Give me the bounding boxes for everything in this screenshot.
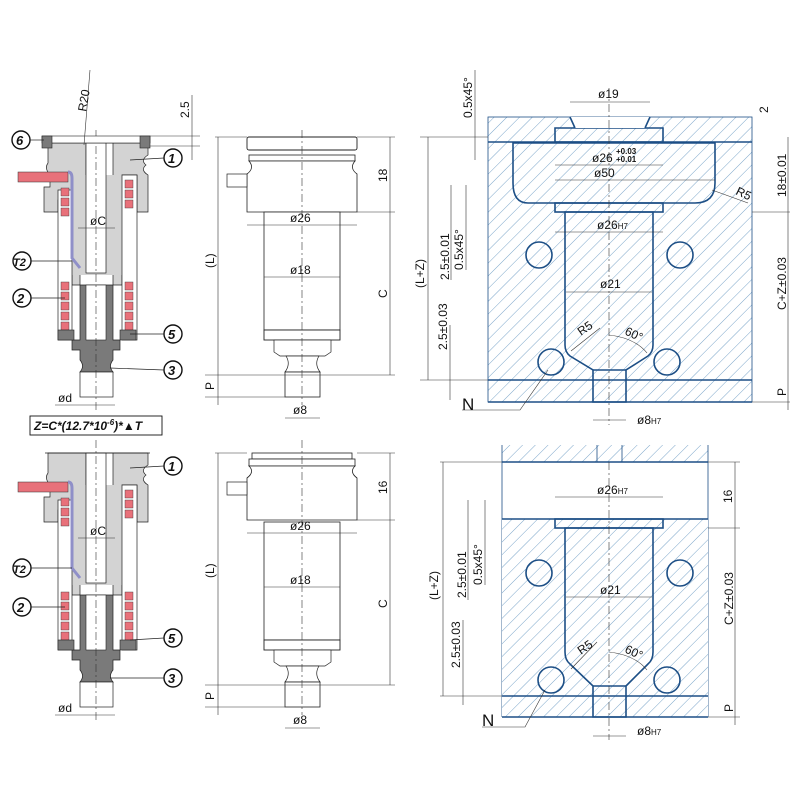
dim-chamfer-lower: 0.5x45°	[471, 544, 485, 585]
svg-text:ø8H7: ø8H7	[637, 413, 662, 427]
nozzle-side-lower: 16 ø26 ø18 (L) C P ø8	[203, 439, 395, 729]
callout-1: 1	[168, 151, 175, 166]
dim-dia19: ø19	[598, 87, 619, 101]
dim-dia21-lower: ø21	[600, 583, 621, 597]
dim-L-lower: (L)	[203, 563, 217, 578]
nozzle-side-upper: 18 ø26 ø18 (L) C P ø8	[203, 129, 395, 419]
dim-dia50: ø50	[594, 166, 615, 180]
callout-6: 6	[16, 133, 24, 148]
formula-suffix: )*▲T	[112, 419, 144, 433]
callout-2: 2	[16, 291, 25, 306]
dia-d-label: ød	[58, 391, 72, 405]
dim-2-5: 2.5	[178, 101, 192, 118]
dim-dia26-h7-lower: ø26	[597, 483, 618, 497]
dim-2-5-003-lower: 2.5±0.03	[449, 621, 463, 668]
dim-dia8: ø8	[293, 403, 307, 417]
callout-5-lower: 5	[168, 631, 176, 646]
dim-P-cavity-lower: P	[722, 704, 736, 712]
dia-c-label-lower: øC	[90, 524, 106, 538]
tol-minus: +0.01	[616, 155, 637, 164]
dim-dia26-top: ø26	[592, 151, 613, 165]
dim-dia8-cavity: ø8	[637, 413, 651, 427]
dim-dia18-lower: ø18	[290, 573, 311, 587]
dim-r5-top: R5	[734, 184, 754, 203]
r20-label: R20	[75, 88, 93, 112]
dim-height-top: 18	[376, 168, 390, 182]
dim-dia18: ø18	[290, 263, 311, 277]
dim-2-5-003: 2.5±0.03	[436, 303, 450, 350]
callout-3: 3	[168, 363, 176, 378]
dim-dia8-cavity-lower: ø8	[637, 724, 651, 738]
mold-cavity-lower: ø26H7 16 2.5±0.01 0.5x45° (L+Z) ø21 C+Z±…	[427, 445, 740, 740]
dim-C-plus-Z-lower: C+Z±0.03	[722, 572, 736, 625]
tol-h7-b: H7	[651, 417, 662, 426]
mold-cavity-upper: 0.5x45° ø19 2 ø26 +0.03 +0.01 ø50 R5 18±…	[413, 70, 790, 427]
dim-18: 18±0.01	[775, 153, 789, 197]
dim-P-lower: P	[203, 692, 217, 700]
dim-dia26-h7: ø26	[597, 218, 618, 232]
svg-text:Z=C*(12.7*10-6)*▲T: Z=C*(12.7*10-6)*▲T	[33, 418, 144, 433]
tol-h7-lower: H7	[618, 487, 629, 496]
dim-C: C	[376, 289, 390, 298]
tol-h7: H7	[618, 222, 629, 231]
callouts-upper: 6 1 T2 2 5 3	[11, 130, 183, 380]
dim-C-plus-Z: C+Z±0.03	[775, 257, 789, 310]
dim-height-top-lower: 16	[376, 480, 390, 494]
callout-2-lower: 2	[16, 600, 25, 615]
nozzle-section-upper: R20 2.5 øC ød	[16, 69, 200, 412]
tol-h7-b-lower: H7	[651, 728, 662, 737]
callout-5: 5	[168, 327, 176, 342]
nozzle-section-lower: øC ød	[16, 438, 150, 722]
formula-exponent: -6	[107, 418, 115, 427]
dim-C-lower: C	[376, 599, 390, 608]
callouts-lower: 1 T2 2 5 3	[12, 456, 183, 688]
dim-dia26: ø26	[290, 211, 311, 225]
expansion-formula: Z=C*(12.7*10-6)*▲T	[29, 415, 163, 436]
dim-dia8-lower: ø8	[293, 713, 307, 727]
flange-ring	[41, 135, 151, 144]
dia-d-label-lower: ød	[58, 701, 72, 715]
dia-c-label: øC	[90, 214, 106, 228]
dim-L-plus-Z-lower: (L+Z)	[427, 571, 441, 600]
dim-L: (L)	[203, 253, 217, 268]
dim-L-plus-Z: (L+Z)	[413, 259, 427, 288]
dim-dia21: ø21	[600, 277, 621, 291]
dim-chamfer-top: 0.5x45°	[461, 77, 475, 118]
svg-text:ø26H7: ø26H7	[597, 218, 628, 232]
tol-plus: +0.03	[616, 147, 637, 156]
svg-text:ø26H7: ø26H7	[597, 483, 628, 497]
callout-1-lower: 1	[168, 459, 175, 474]
label-N-lower: N	[482, 711, 494, 730]
dim-chamfer: 0.5x45°	[452, 229, 466, 270]
callout-3-lower: 3	[168, 671, 176, 686]
dim-P: P	[203, 382, 217, 390]
dim-dia26-lower: ø26	[290, 519, 311, 533]
dim-16: 16	[721, 489, 735, 503]
dim-2: 2	[757, 106, 771, 113]
svg-text:ø8H7: ø8H7	[637, 724, 662, 738]
dim-2-5-001: 2.5±0.01	[438, 233, 452, 280]
callout-t2-lower: T2	[13, 564, 26, 576]
callout-t2: T2	[13, 257, 26, 269]
dim-2-5-001-lower: 2.5±0.01	[455, 551, 469, 598]
formula-prefix: Z=C*(12.7*10	[33, 419, 107, 433]
dim-P-cavity: P	[775, 388, 789, 396]
label-N: N	[462, 395, 474, 414]
